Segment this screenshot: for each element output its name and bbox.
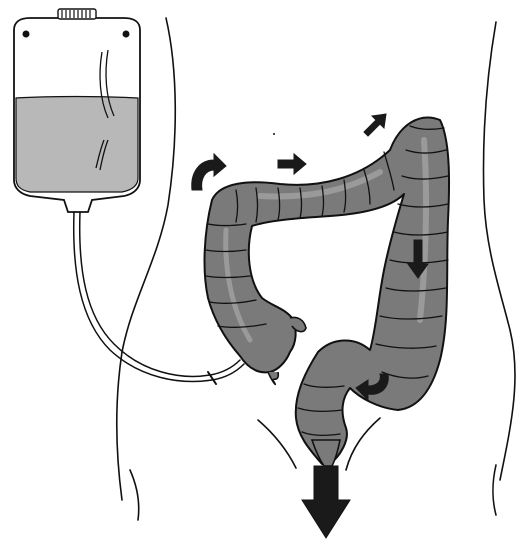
- curved-arrow-icon: [192, 154, 226, 190]
- arrow-right-icon: [278, 154, 306, 174]
- exit-arrow: [302, 466, 350, 538]
- arrow-down-icon: [302, 466, 350, 538]
- fluid: [16, 97, 138, 193]
- hanging-hole: [23, 31, 30, 38]
- arrow-up-right-icon: [364, 114, 386, 136]
- rectum: [312, 440, 340, 466]
- large-intestine: [205, 118, 450, 466]
- enema-bag: [14, 9, 140, 212]
- appendix: [268, 372, 278, 384]
- hanging-hole: [123, 31, 130, 38]
